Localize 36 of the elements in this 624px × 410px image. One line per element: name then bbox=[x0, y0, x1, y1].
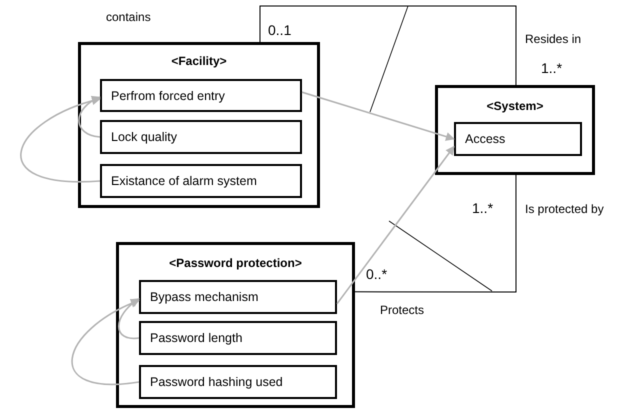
role-label: contains bbox=[106, 10, 151, 24]
attribute-label: Existance of alarm system bbox=[111, 174, 257, 188]
attribute-label: Perfrom forced entry bbox=[111, 88, 225, 102]
multiplicity-label: 1..* bbox=[472, 200, 494, 216]
role-label: Is protected by bbox=[525, 202, 604, 216]
attribute-box bbox=[139, 280, 337, 314]
attribute-label: Access bbox=[465, 132, 506, 146]
attribute-box bbox=[139, 321, 337, 355]
class-title: <System> bbox=[486, 99, 544, 113]
class-title: <Facility> bbox=[170, 54, 228, 68]
attribute-box bbox=[454, 122, 582, 156]
attribute-label: Bypass mechanism bbox=[150, 290, 258, 304]
attribute-label: Lock quality bbox=[111, 130, 178, 144]
multiplicity-label: 1..* bbox=[541, 60, 562, 76]
attribute-box bbox=[100, 79, 302, 112]
role-label: Protects bbox=[380, 303, 424, 317]
role-label: Resides in bbox=[525, 32, 582, 46]
association-line bbox=[259, 6, 516, 86]
class-box bbox=[116, 242, 355, 408]
multiplicity-label: 0..* bbox=[366, 266, 388, 282]
class-title: <Password protection> bbox=[168, 256, 303, 270]
arrow bbox=[20, 96, 101, 182]
attribute-box bbox=[100, 164, 302, 198]
class-box bbox=[78, 42, 320, 208]
multiplicity-label: 0..1 bbox=[268, 22, 292, 38]
attribute-label: Password length bbox=[150, 331, 242, 345]
arrow bbox=[336, 146, 455, 304]
arrow bbox=[78, 96, 101, 138]
arrow bbox=[72, 300, 140, 386]
class-box bbox=[435, 85, 595, 175]
arrow bbox=[302, 91, 455, 141]
attribute-box bbox=[139, 365, 337, 399]
attribute-box bbox=[100, 120, 302, 154]
association-line bbox=[354, 174, 516, 292]
arrow bbox=[118, 298, 140, 340]
attribute-label: Password hashing used bbox=[150, 375, 283, 389]
